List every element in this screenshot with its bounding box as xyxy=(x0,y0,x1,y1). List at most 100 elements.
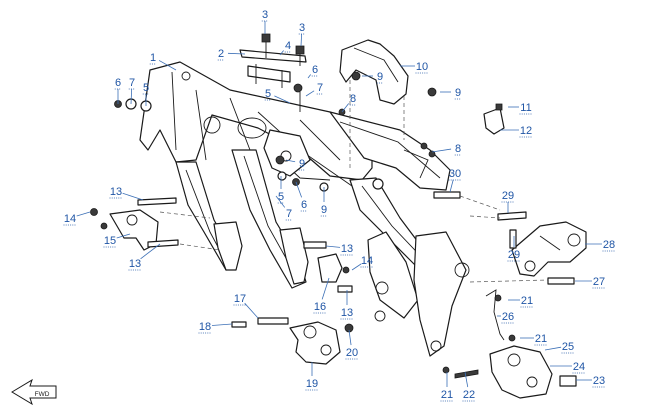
callout-c15: 15 xyxy=(103,233,131,248)
lower-engine-mount xyxy=(303,241,353,293)
callout-label: 8 xyxy=(455,143,461,155)
callout-c14a: 14 xyxy=(63,211,91,226)
callout-leader xyxy=(431,148,452,153)
callout-c13c: 13 xyxy=(325,243,354,256)
callout-leader xyxy=(140,243,161,260)
callout-c11: 11 xyxy=(508,102,533,115)
callout-label: 15 xyxy=(104,235,116,247)
rear-bracket-10 xyxy=(339,39,437,170)
callout-c2: 2 xyxy=(217,48,246,61)
callout-c1: 1 xyxy=(149,52,177,71)
mount-bracket-19 xyxy=(231,317,354,365)
callout-label: 14 xyxy=(64,213,76,225)
callout-leader xyxy=(325,245,341,248)
callout-leader xyxy=(227,52,246,55)
callout-c29a: 29 xyxy=(501,190,515,213)
callout-label: 23 xyxy=(593,375,605,387)
callout-label: 21 xyxy=(521,295,533,307)
callout-leader xyxy=(348,329,352,346)
callout-c22: 22 xyxy=(462,371,476,402)
callout-label: 7 xyxy=(317,82,323,94)
callout-label: 9 xyxy=(455,87,461,99)
callout-label: 9 xyxy=(321,204,327,216)
callout-c7a: 7 xyxy=(128,77,136,105)
callout-leader xyxy=(449,179,454,193)
callout-c23: 23 xyxy=(576,375,606,388)
callout-label: 11 xyxy=(520,102,531,114)
callout-leader xyxy=(295,181,302,198)
callout-leader xyxy=(279,50,284,56)
callout-c19: 19 xyxy=(305,362,319,391)
callout-label: 2 xyxy=(218,48,224,60)
callout-leader xyxy=(321,277,330,300)
callout-leader xyxy=(122,192,144,201)
callout-c26: 26 xyxy=(497,311,515,324)
callout-label: 7 xyxy=(286,208,292,220)
callout-c28: 28 xyxy=(585,239,616,252)
front-left-mount xyxy=(90,197,221,251)
callout-c20: 20 xyxy=(345,329,359,360)
callout-label: 27 xyxy=(593,276,605,288)
callout-leader xyxy=(211,323,233,326)
callout-label: 9 xyxy=(377,71,383,83)
callout-label: 29 xyxy=(508,249,520,261)
callout-c6b: 6 xyxy=(307,64,319,79)
callout-label: 14 xyxy=(361,255,373,267)
callout-c10: 10 xyxy=(400,61,429,74)
callout-label: 9 xyxy=(299,158,305,170)
callout-c30: 30 xyxy=(448,168,462,193)
callout-label: 13 xyxy=(341,243,353,255)
callout-c9c: 9 xyxy=(285,158,306,171)
callout-leader xyxy=(544,346,562,351)
callout-label: 13 xyxy=(129,258,141,270)
callout-leader xyxy=(275,195,286,208)
top-mount-bracket xyxy=(239,33,307,112)
callout-label: 7 xyxy=(129,77,135,89)
callout-c5a: 5 xyxy=(142,82,150,106)
callout-c21c: 21 xyxy=(440,372,454,402)
callout-c6c: 6 xyxy=(295,181,308,212)
callout-c5c: 5 xyxy=(277,176,285,204)
callout-c18: 18 xyxy=(198,321,233,334)
callout-label: 8 xyxy=(350,93,356,105)
callout-c8b: 8 xyxy=(431,143,462,156)
callout-leader xyxy=(130,88,133,105)
callout-c9b: 9 xyxy=(440,87,462,100)
callout-label: 18 xyxy=(199,321,211,333)
callout-label: 3 xyxy=(262,9,268,21)
callout-leader xyxy=(76,211,91,217)
callout-c21b: 21 xyxy=(520,333,548,346)
fwd-label: FWD xyxy=(35,391,50,398)
callout-leader xyxy=(158,60,177,71)
callout-label: 30 xyxy=(449,168,461,180)
callout-label: 6 xyxy=(301,199,307,211)
callout-leader xyxy=(307,74,312,79)
callout-leader xyxy=(464,371,469,388)
callout-label: 10 xyxy=(416,61,428,73)
callout-label: 5 xyxy=(265,88,271,100)
callout-label: 5 xyxy=(278,191,284,203)
callout-label: 25 xyxy=(562,341,574,353)
callout-leader xyxy=(341,103,349,113)
callout-label: 21 xyxy=(535,333,547,345)
callout-label: 1 xyxy=(150,52,156,64)
callout-label: 12 xyxy=(520,125,532,137)
callout-label: 17 xyxy=(234,293,246,305)
callout-c3a: 3 xyxy=(261,9,269,34)
callout-leader xyxy=(116,233,131,239)
rear-right-mount xyxy=(433,191,587,285)
callout-leader xyxy=(305,90,315,97)
callout-c12: 12 xyxy=(500,125,533,138)
callout-label: 5 xyxy=(143,82,149,94)
callout-label: 4 xyxy=(285,40,291,52)
callout-c25: 25 xyxy=(544,341,575,354)
callout-label: 29 xyxy=(502,190,514,202)
sensor-bracket xyxy=(483,103,505,135)
callout-leader xyxy=(351,263,362,271)
callout-label: 22 xyxy=(463,389,475,401)
callout-label: 6 xyxy=(312,64,318,76)
callout-label: 3 xyxy=(299,22,305,34)
callout-c3b: 3 xyxy=(298,22,306,47)
callout-c17: 17 xyxy=(233,293,259,319)
